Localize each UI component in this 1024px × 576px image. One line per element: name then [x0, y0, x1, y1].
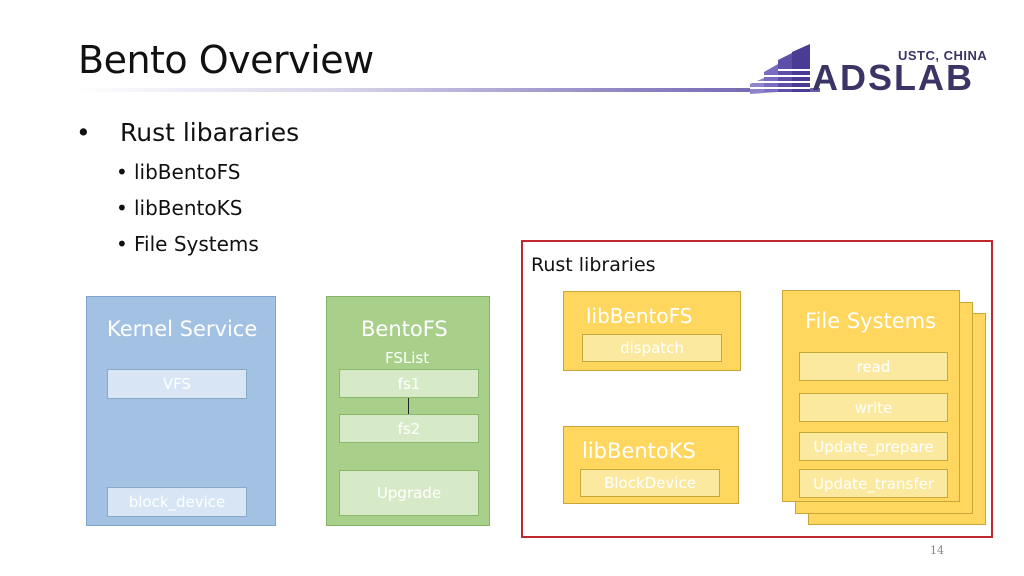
page-number: 14	[930, 544, 944, 557]
bentofs-box: BentoFS FSList fs1 fs2 Upgrade	[326, 296, 490, 526]
slide-title: Bento Overview	[78, 38, 374, 82]
libbentoks-title: libBentoKS	[582, 439, 696, 463]
fslist-label: FSList	[385, 349, 430, 367]
blockdevice-box: BlockDevice	[580, 469, 720, 497]
block-device-box: block_device	[107, 487, 247, 517]
libbentofs-title: libBentoFS	[586, 304, 693, 328]
fs2-box: fs2	[339, 414, 479, 443]
kernel-service-title: Kernel Service	[107, 317, 258, 341]
file-systems-title: File Systems	[805, 309, 937, 333]
upgrade-box: Upgrade	[339, 470, 479, 516]
sub-bullet: •libBentoKS	[116, 196, 242, 220]
logo-main-text: ADSLAB	[812, 57, 974, 98]
bullet-dot: •	[116, 232, 128, 256]
sub-bullet: •File Systems	[116, 232, 259, 256]
fs1-box: fs1	[339, 369, 479, 398]
bullet-main-text: Rust libararies	[120, 118, 300, 147]
fs-op-update-prepare: Update_prepare	[799, 432, 948, 461]
bullet-dot: •	[116, 160, 128, 184]
fs-op-read: read	[799, 352, 948, 381]
libbentoks-box: libBentoKS BlockDevice	[563, 426, 739, 504]
rust-libraries-frame: Rust libraries	[521, 240, 993, 538]
bullet-main: • Rust libararies	[76, 118, 299, 147]
sub-bullet: •libBentoFS	[116, 160, 240, 184]
bullet-dot: •	[76, 118, 91, 147]
logo-building-icon	[750, 44, 810, 94]
libbentofs-box: libBentoFS dispatch	[563, 291, 741, 371]
vfs-box: VFS	[107, 369, 247, 399]
fs-op-write: write	[799, 393, 948, 422]
kernel-service-box: Kernel Service VFS block_device	[86, 296, 276, 526]
bentofs-title: BentoFS	[361, 317, 448, 341]
adslab-logo: USTC, CHINA ADSLAB	[748, 42, 1010, 98]
bullet-dot: •	[116, 196, 128, 220]
fs-op-update-transfer: Update_transfer	[799, 469, 948, 498]
dispatch-box: dispatch	[582, 334, 722, 362]
sub-bullet-text: libBentoKS	[134, 196, 243, 220]
fslist-connector	[408, 398, 409, 414]
sub-bullet-text: libBentoFS	[134, 160, 241, 184]
rust-libraries-label: Rust libraries	[531, 254, 656, 276]
sub-bullet-text: File Systems	[134, 232, 259, 256]
title-divider	[72, 88, 820, 92]
file-systems-box: File Systems read write Update_prepare U…	[782, 290, 960, 502]
logo-top-text: USTC, CHINA	[898, 48, 988, 63]
